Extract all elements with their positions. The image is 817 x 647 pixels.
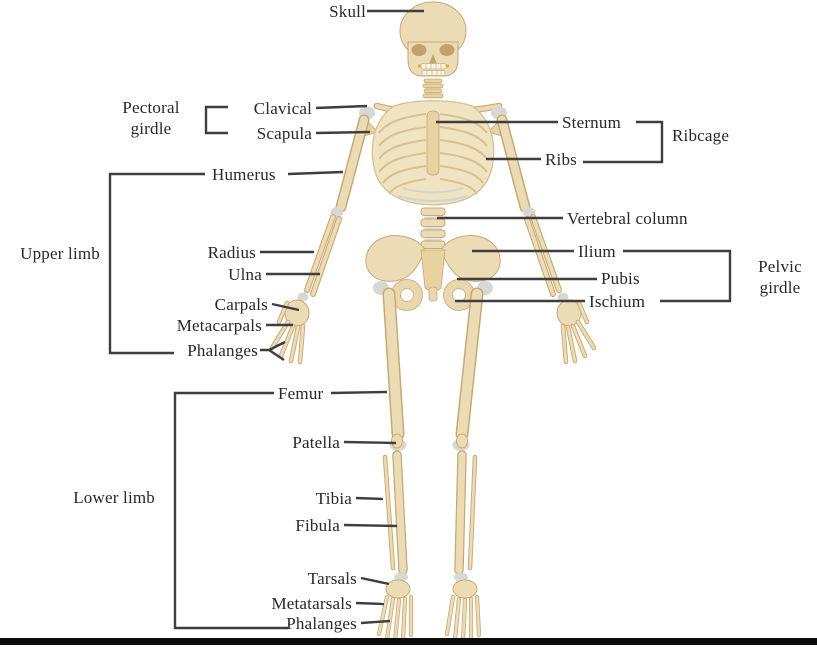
label-metacarpals: Metacarpals [176,316,262,335]
label-radius: Radius [207,243,256,262]
label-phalanges-foot: Phalanges [286,614,357,633]
label-humerus: Humerus [212,165,276,184]
label-pelvic-girdle: Pelvic girdle [758,257,802,297]
skull-graphic [399,1,467,77]
label-ribs: Ribs [545,150,577,169]
label-phalanges-hand: Phalanges [187,341,258,360]
label-pubis: Pubis [601,269,640,288]
carpals-line [271,302,300,312]
leg-right-graphic [444,287,484,644]
label-clavical: Clavical [253,99,312,118]
label-ilium: Ilium [578,242,616,261]
phalanges-hand-fork [260,340,286,361]
leg-left-graphic [376,287,414,644]
clavical-line [315,104,368,110]
label-pectoral-girdle: Pectoral girdle [122,98,180,138]
nose-opening [429,54,437,64]
leader-lines [108,9,732,630]
label-fibula: Fibula [295,516,340,535]
lower-limb-bracket [173,391,288,630]
label-lower-limb: Lower limb [73,488,155,507]
label-ulna: Ulna [228,265,262,284]
eye-socket-left [411,44,427,56]
tibia-line [355,496,384,501]
label-metatarsals: Metatarsals [271,594,352,613]
humerus-line [287,170,344,176]
fibula-line [343,523,398,528]
femur-line [330,390,388,395]
pelvic-girdle-bracket [623,249,732,303]
label-tarsals: Tarsals [307,569,357,588]
label-ischium: Ischium [589,292,646,311]
patella-line [343,440,397,445]
metatarsals-line [355,601,385,606]
label-skull: Skull [329,2,366,21]
eye-socket-right [439,44,455,56]
label-patella: Patella [292,433,340,452]
upper-limb-bracket [108,172,205,355]
scapula-line [315,130,371,135]
label-vertebral-column: Vertebral column [567,209,688,228]
neck-vertebrae [422,78,444,99]
label-sternum: Sternum [562,113,622,132]
pelvic-girdle-graphic [365,235,501,311]
label-scapula: Scapula [256,124,312,143]
phalanges-foot-line [360,619,391,625]
tarsals-line [360,576,390,586]
pectoral-girdle-bracket [204,105,228,135]
label-femur: Femur [278,384,324,403]
ribcage-bracket [583,120,664,164]
label-upper-limb: Upper limb [20,244,100,263]
label-tibia: Tibia [315,489,352,508]
label-ribcage: Ribcage [672,126,730,145]
bottom-border-bar [0,638,817,645]
label-carpals: Carpals [214,295,268,314]
ribcage-graphic [371,100,495,206]
sternum-graphic [426,110,440,176]
